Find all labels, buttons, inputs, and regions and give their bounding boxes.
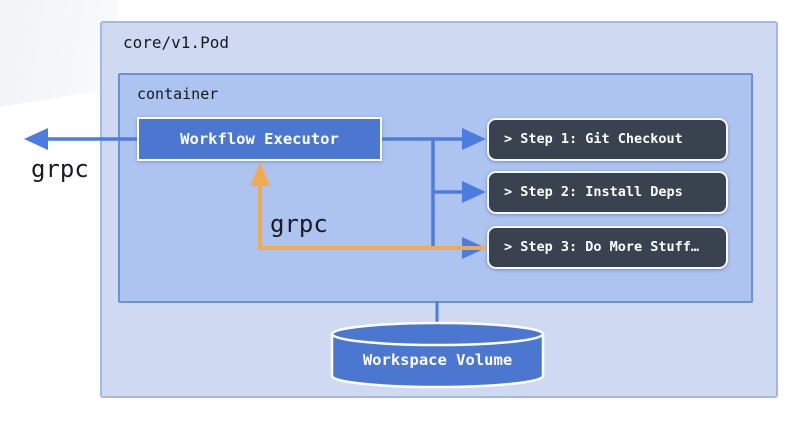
grpc-internal-label: grpc (270, 210, 328, 238)
container-label: container (137, 85, 219, 103)
grpc-left-label: grpc (31, 155, 89, 183)
pod-label: core/v1.Pod (123, 33, 229, 52)
workspace-volume-label: Workspace Volume (362, 351, 513, 369)
step-1-node: > Step 1: Git Checkout (487, 118, 728, 161)
background-wash (0, 0, 118, 107)
step-3-node: > Step 3: Do More Stuff… (487, 226, 728, 269)
workflow-executor-node: Workflow Executor (137, 117, 382, 161)
step-2-node: > Step 2: Install Deps (487, 171, 728, 214)
